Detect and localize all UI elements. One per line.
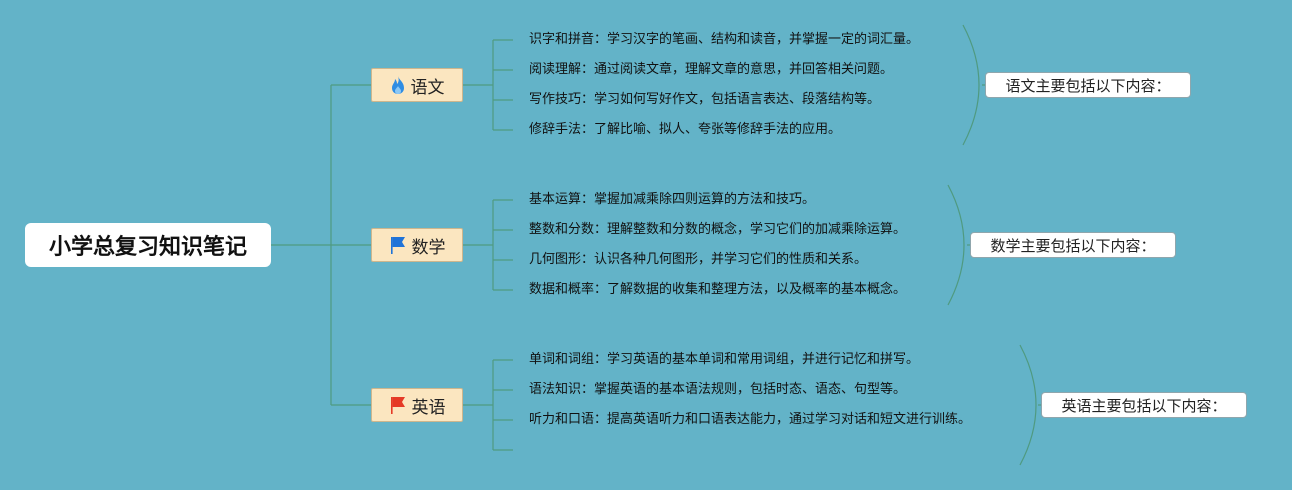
branch-math[interactable]: 数学	[371, 228, 463, 262]
leaf-item[interactable]: 单词和词组：学习英语的基本单词和常用词组，并进行记忆和拼写。	[529, 352, 920, 367]
branch-label: 语文	[410, 77, 445, 98]
branch-chinese[interactable]: 语文	[371, 68, 463, 102]
leaf-item[interactable]: 数据和概率：了解数据的收集和整理方法，以及概率的基本概念。	[529, 282, 907, 297]
leaf-item[interactable]: 写作技巧：学习如何写好作文，包括语言表达、段落结构等。	[529, 92, 881, 107]
summary-label: 语文主要包括以下内容：	[1005, 76, 1171, 95]
leaf-item[interactable]: 几何图形：认识各种几何图形，并学习它们的性质和关系。	[529, 252, 868, 267]
leaf-item[interactable]: 修辞手法：了解比喻、拟人、夸张等修辞手法的应用。	[529, 122, 842, 137]
leaf-item[interactable]: 阅读理解：通过阅读文章，理解文章的意思，并回答相关问题。	[529, 62, 894, 77]
summary-node[interactable]: 语文主要包括以下内容：	[985, 72, 1191, 98]
summary-node[interactable]: 数学主要包括以下内容：	[970, 232, 1176, 258]
fire-icon	[391, 76, 404, 94]
branch-label: 英语	[411, 397, 446, 418]
branch-label: 数学	[411, 237, 446, 258]
leaf-item[interactable]: 识字和拼音：学习汉字的笔画、结构和读音，并掌握一定的词汇量。	[529, 32, 920, 47]
root-node[interactable]: 小学总复习知识笔记	[25, 223, 271, 267]
leaf-item[interactable]: 整数和分数：理解整数和分数的概念，学习它们的加减乘除运算。	[529, 222, 907, 237]
summary-label: 数学主要包括以下内容：	[990, 236, 1156, 255]
root-title: 小学总复习知识笔记	[48, 235, 247, 260]
summary-node[interactable]: 英语主要包括以下内容：	[1041, 392, 1247, 418]
leaf-item[interactable]: 基本运算：掌握加减乘除四则运算的方法和技巧。	[529, 192, 816, 207]
summary-label: 英语主要包括以下内容：	[1061, 396, 1227, 415]
leaf-item[interactable]: 听力和口语：提高英语听力和口语表达能力，通过学习对话和短文进行训练。	[529, 412, 972, 427]
leaf-item[interactable]: 语法知识：掌握英语的基本语法规则，包括时态、语态、句型等。	[529, 382, 907, 397]
branch-english[interactable]: 英语	[371, 388, 463, 422]
flag-icon	[390, 237, 405, 254]
flag-icon	[390, 397, 405, 414]
